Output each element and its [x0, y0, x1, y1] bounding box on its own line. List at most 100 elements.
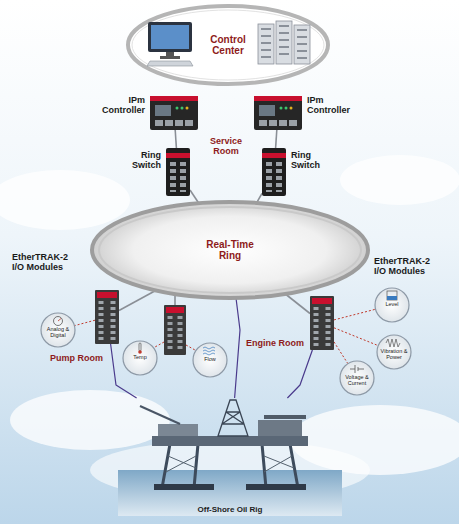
connector — [276, 130, 277, 148]
room-label: Service Room — [200, 136, 252, 157]
node-text: Level — [378, 302, 406, 308]
drawing-part — [279, 39, 289, 41]
io-module-body — [164, 305, 186, 355]
drawing-part — [186, 107, 189, 110]
drawing-part — [261, 35, 271, 37]
node-text: Flow — [196, 357, 224, 363]
drawing-part — [279, 25, 289, 27]
drawing-part — [193, 343, 227, 377]
drawing-part — [375, 288, 409, 322]
node-text: Voltage & Current — [343, 375, 371, 387]
oil-rig-drawing — [118, 398, 342, 516]
drawing-part — [148, 22, 192, 52]
controller-device-drawing — [150, 96, 198, 130]
drawing-part — [218, 400, 248, 436]
sensor-circle: Temp — [122, 340, 158, 376]
drawing-part — [151, 25, 189, 49]
drawing-part — [297, 50, 307, 52]
heading-holder: Ring Switch — [132, 150, 161, 171]
drawing-part — [140, 400, 308, 490]
node-text: Off-Shore Oil Rig — [198, 505, 263, 514]
drawing-part — [176, 107, 179, 110]
heading-holder: EtherTRAK-2 I/O Modules — [12, 252, 74, 273]
drawing-part — [58, 319, 61, 322]
controller-device: IPm Controller — [254, 96, 302, 130]
drawing-part — [261, 56, 271, 58]
drawing-part — [314, 307, 319, 347]
drawing-part — [297, 29, 307, 31]
sensor-circle: Level — [374, 287, 410, 323]
drawing-part — [387, 291, 397, 300]
drawing-part — [150, 96, 198, 130]
node-text: Real-Time Ring — [200, 239, 260, 262]
drawing-part — [154, 484, 214, 490]
drawing-part — [139, 343, 141, 351]
drawing-part — [276, 21, 292, 64]
drawing-part — [261, 42, 271, 44]
controller-device: IPm Controller — [150, 96, 198, 130]
node-heading: EtherTRAK-2 I/O Modules — [12, 252, 74, 273]
drawing-part — [41, 313, 75, 347]
io-module-device-drawing — [310, 296, 334, 350]
drawing-part — [181, 107, 184, 110]
drawing-part — [147, 61, 193, 66]
drawing-part — [269, 120, 277, 126]
drawing-part — [297, 43, 307, 45]
sensor-circle: Vibration & Power — [376, 334, 412, 370]
sensor-wire — [186, 345, 195, 350]
heading-holder: IPm Controller — [102, 95, 145, 116]
drawing-part — [180, 162, 186, 192]
heading-holder: Ring Switch — [291, 150, 320, 171]
drawing-part — [175, 120, 183, 126]
drawing-part — [386, 339, 400, 347]
drawing-part — [258, 24, 274, 64]
drawing-part — [254, 96, 302, 101]
control-center-ellipse: Control Center — [126, 4, 330, 86]
drawing-part — [264, 415, 306, 419]
controller-device-drawing — [254, 96, 302, 130]
drawing-part — [254, 96, 302, 130]
ring-switch-device: Ring Switch — [166, 148, 190, 196]
terminal-row — [168, 316, 173, 352]
drawing-part — [279, 46, 289, 48]
node-text: Analog & Digital — [44, 327, 72, 339]
connector — [334, 309, 377, 320]
drawing-part — [285, 107, 288, 110]
drawing-part — [280, 107, 283, 110]
drawing-part — [170, 162, 176, 192]
drawing-part — [165, 120, 173, 126]
ring-ellipse: Real-Time Ring — [90, 200, 370, 300]
node-text: Control Center — [210, 34, 246, 57]
connector — [334, 328, 379, 346]
ring-switch-device-drawing — [166, 148, 190, 196]
heading-holder: EtherTRAK-2 I/O Modules — [374, 256, 436, 277]
io-module-device: EtherTRAK-2 I/O Modules — [310, 296, 334, 350]
sensor-circle: Flow — [192, 342, 228, 378]
ring-switch-device: Ring Switch — [262, 148, 286, 196]
drawing-part — [99, 207, 361, 293]
node-heading: IPm Controller — [102, 95, 145, 116]
drawing-part — [297, 57, 307, 59]
drawing-part — [261, 49, 271, 51]
io-module-label — [166, 307, 184, 313]
io-module-middle — [164, 305, 186, 355]
drawing-part — [387, 296, 397, 300]
connector — [287, 350, 312, 398]
node-heading: EtherTRAK-2 I/O Modules — [374, 256, 436, 277]
drawing-part — [123, 341, 157, 375]
drawing-part — [92, 202, 368, 298]
drawing-part — [99, 301, 104, 341]
drawing-part — [166, 153, 190, 158]
cloud — [340, 155, 459, 205]
node-heading: Ring Switch — [291, 150, 320, 171]
drawing-part — [203, 350, 215, 352]
node-heading: Ring Switch — [132, 150, 161, 171]
drawing-part — [276, 162, 282, 192]
drawing-part — [132, 10, 324, 80]
ring-switch-device-drawing — [262, 148, 286, 196]
drawing-part — [166, 148, 190, 196]
drawing-part — [310, 296, 334, 350]
drawing-part — [340, 361, 374, 395]
connector — [175, 130, 176, 148]
